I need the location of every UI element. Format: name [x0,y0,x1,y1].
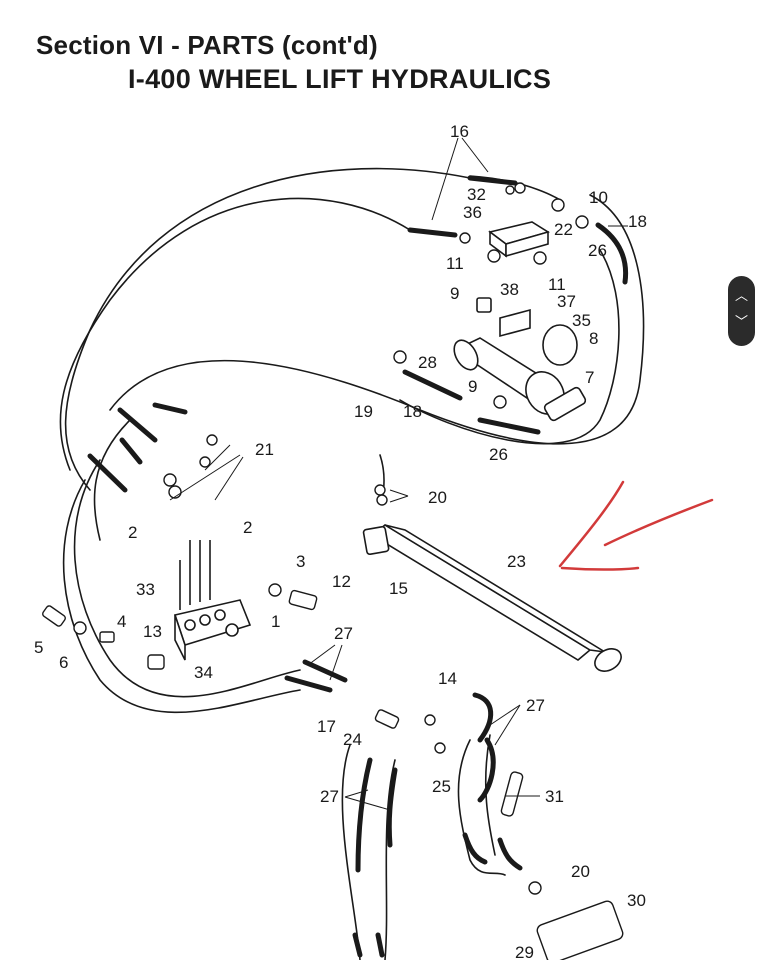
callout-20a: 20 [428,488,447,507]
valve-block-22 [476,221,550,338]
page-scroll-control: ︿ ﹀ [728,276,755,346]
diagram-title: I-400 WHEEL LIFT HYDRAULICS [128,64,552,94]
cylinder-23 [362,524,622,672]
cylinder-upper [453,324,587,422]
callout-35: 35 [572,311,591,330]
callout-1: 1 [271,612,280,631]
callout-21: 21 [255,440,274,459]
callout-31: 31 [545,787,564,806]
control-valve-1 [173,540,252,661]
callout-24: 24 [343,730,362,749]
callout-27b: 27 [526,696,545,715]
chevron-down-icon[interactable]: ﹀ [734,315,748,330]
callout-33: 33 [136,580,155,599]
callout-7: 7 [585,368,594,387]
callout-6: 6 [59,653,68,672]
callout-28: 28 [418,353,437,372]
section-title: Section VI - PARTS (cont'd) [36,30,378,60]
fittings [42,182,624,960]
hose-sleeves [87,175,629,958]
chevron-up-icon[interactable]: ︿ [734,289,748,304]
callout-5: 5 [34,638,43,657]
callout-2b: 2 [243,518,252,537]
callout-11a: 11 [446,254,464,273]
callout-37: 37 [557,292,576,311]
callout-3: 3 [296,552,305,571]
callout-23: 23 [507,552,526,571]
callout-32: 32 [467,185,486,204]
callout-14: 14 [438,669,457,688]
callout-11b: 11 [548,275,566,294]
callout-30: 30 [627,891,646,910]
callout-19: 19 [354,402,373,421]
callout-27c: 27 [320,787,339,806]
callout-20b: 20 [571,862,590,881]
callout-4: 4 [117,612,126,631]
callout-34: 34 [194,663,213,682]
callout-22: 22 [554,220,573,239]
callout-2a: 2 [128,523,137,542]
callout-13: 13 [143,622,162,641]
callout-9a: 9 [450,284,459,303]
callout-25: 25 [432,777,451,796]
callout-12: 12 [332,572,351,591]
callout-18a: 18 [628,212,647,231]
callout-18b: 18 [403,402,422,421]
callout-38: 38 [500,280,519,299]
callout-27a: 27 [334,624,353,643]
callout-10: 10 [589,188,608,207]
callout-8: 8 [589,329,598,348]
callout-26a: 26 [588,241,607,260]
callout-15: 15 [389,579,408,598]
callout-36: 36 [463,203,482,222]
callout-9b: 9 [468,377,477,396]
hose-routing [59,167,645,960]
callout-26b: 26 [489,445,508,464]
callout-16: 16 [450,122,469,141]
red-arrow-annotation [558,480,714,571]
callout-17: 17 [317,717,336,736]
leader-lines [169,137,628,811]
callout-labels: 16 32 36 10 18 22 26 11 11 9 38 37 35 8 … [34,122,647,960]
callout-29: 29 [515,943,534,960]
